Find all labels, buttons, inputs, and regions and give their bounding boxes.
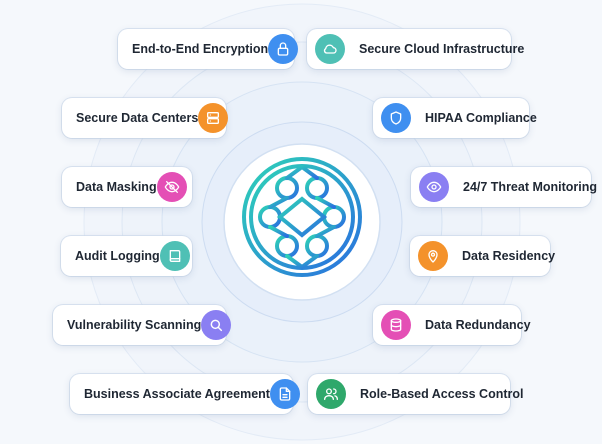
users-icon (316, 379, 346, 409)
feature-label: End-to-End Encryption (132, 42, 269, 56)
feature-threat-monitoring: 24/7 Threat Monitoring (411, 167, 597, 207)
feature-label: Business Associate Agreement (84, 387, 270, 401)
shield-icon (381, 103, 411, 133)
feature-label: Secure Data Centers (76, 111, 199, 125)
feature-label: HIPAA Compliance (425, 111, 537, 125)
feature-data-redundancy: Data Redundancy (373, 305, 531, 345)
book-icon (159, 241, 190, 271)
feature-label: Secure Cloud Infrastructure (359, 42, 525, 56)
feature-label: Data Residency (462, 249, 556, 263)
feature-secure-cloud-infrastructure: Secure Cloud Infrastructure (307, 29, 524, 69)
lock-icon (268, 34, 299, 64)
cloud-icon (315, 34, 345, 64)
feature-business-associate-agreement: Business Associate Agreement (70, 374, 300, 414)
feature-data-residency: Data Residency (410, 236, 555, 276)
center-logo (240, 155, 364, 279)
map-pin-icon (418, 241, 448, 271)
feature-label: 24/7 Threat Monitoring (463, 180, 598, 194)
feature-audit-logging: Audit Logging (61, 236, 192, 276)
search-icon (201, 310, 232, 340)
database-icon (381, 310, 411, 340)
feature-hipaa-compliance: HIPAA Compliance (373, 98, 537, 138)
feature-label: Data Redundancy (425, 318, 531, 332)
feature-end-to-end-encryption: End-to-End Encryption (118, 29, 299, 69)
feature-label: Role-Based Access Control (360, 387, 524, 401)
feature-label: Data Masking (76, 180, 157, 194)
server-icon (198, 103, 229, 133)
eye-icon (419, 172, 449, 202)
feature-label: Audit Logging (75, 249, 160, 263)
feature-label: Vulnerability Scanning (67, 318, 202, 332)
feature-role-based-access-control: Role-Based Access Control (308, 374, 523, 414)
feature-secure-data-centers: Secure Data Centers (62, 98, 229, 138)
feature-data-masking: Data Masking (62, 167, 192, 207)
document-icon (269, 379, 300, 409)
feature-vulnerability-scanning: Vulnerability Scanning (53, 305, 232, 345)
eye-off-icon (156, 172, 187, 202)
